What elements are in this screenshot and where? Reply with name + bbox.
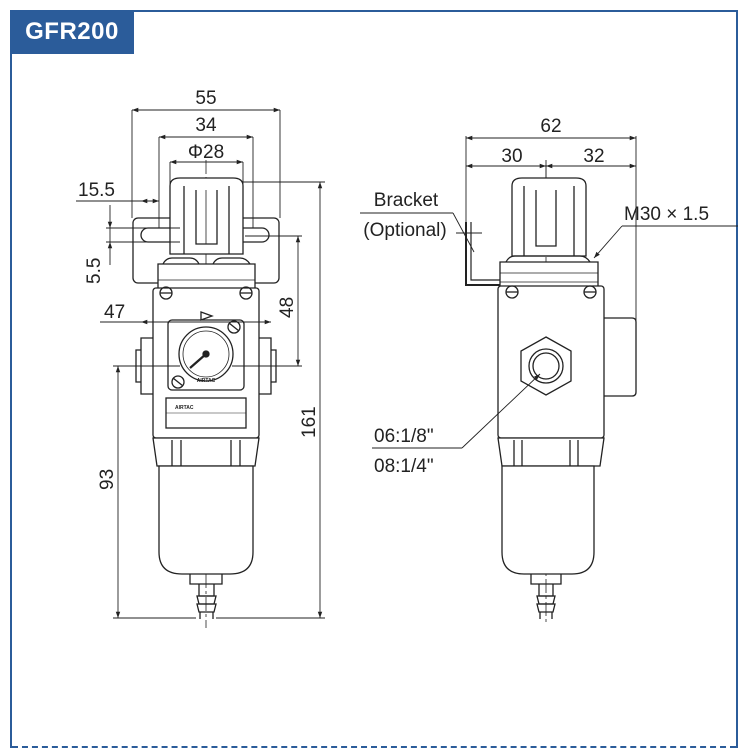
dim-side-right-width: 32	[583, 146, 604, 167]
front-drain	[189, 574, 223, 585]
side-bowl	[501, 465, 595, 575]
frame-bottom-edge	[12, 746, 736, 748]
callout-port-size-1: 06:1/8"	[374, 426, 434, 447]
callout-bracket-optional: (Optional)	[363, 220, 446, 241]
front-dimension-lines	[76, 107, 325, 619]
dim-bowl-height: 93	[97, 469, 118, 490]
dim-slot-offset: 15.5	[78, 180, 115, 201]
side-bracket	[465, 222, 500, 286]
side-port-hex	[520, 336, 572, 396]
front-bowl-collar	[152, 437, 260, 467]
dim-port-height: 47	[104, 302, 125, 323]
front-lock-ring	[157, 263, 256, 291]
side-view	[465, 165, 637, 622]
pressure-gauge	[178, 326, 234, 382]
dim-side-left-width: 30	[501, 146, 522, 167]
drawing-frame	[10, 10, 738, 748]
model-title: GFR200	[10, 10, 134, 54]
front-body	[152, 287, 260, 439]
dim-total-height: 161	[299, 406, 320, 438]
gauge-brand-label: AIRTAC	[197, 378, 216, 384]
side-outlet-port	[604, 317, 637, 397]
front-knob	[169, 177, 244, 255]
dim-gauge-height: 48	[277, 297, 298, 318]
dim-slot-height: 5.5	[84, 258, 105, 284]
plate-brand-label: AIRTAC	[175, 405, 194, 411]
callout-thread-size: M30 × 1.5	[624, 204, 709, 225]
side-body	[497, 285, 605, 439]
callout-port-size-2: 08:1/4"	[374, 456, 434, 477]
side-drain	[530, 574, 562, 585]
side-thread-ring	[499, 261, 599, 289]
callout-bracket: Bracket	[374, 190, 439, 211]
side-dimension-lines	[360, 135, 738, 449]
dim-bracket-slot-width: 34	[195, 115, 217, 136]
dim-overall-width: 55	[195, 88, 216, 109]
dim-knob-diameter: Φ28	[188, 142, 224, 163]
dim-side-overall-width: 62	[540, 116, 561, 137]
front-view	[132, 160, 280, 628]
side-knob	[511, 177, 587, 257]
side-port	[528, 348, 564, 384]
front-bowl	[158, 465, 254, 575]
